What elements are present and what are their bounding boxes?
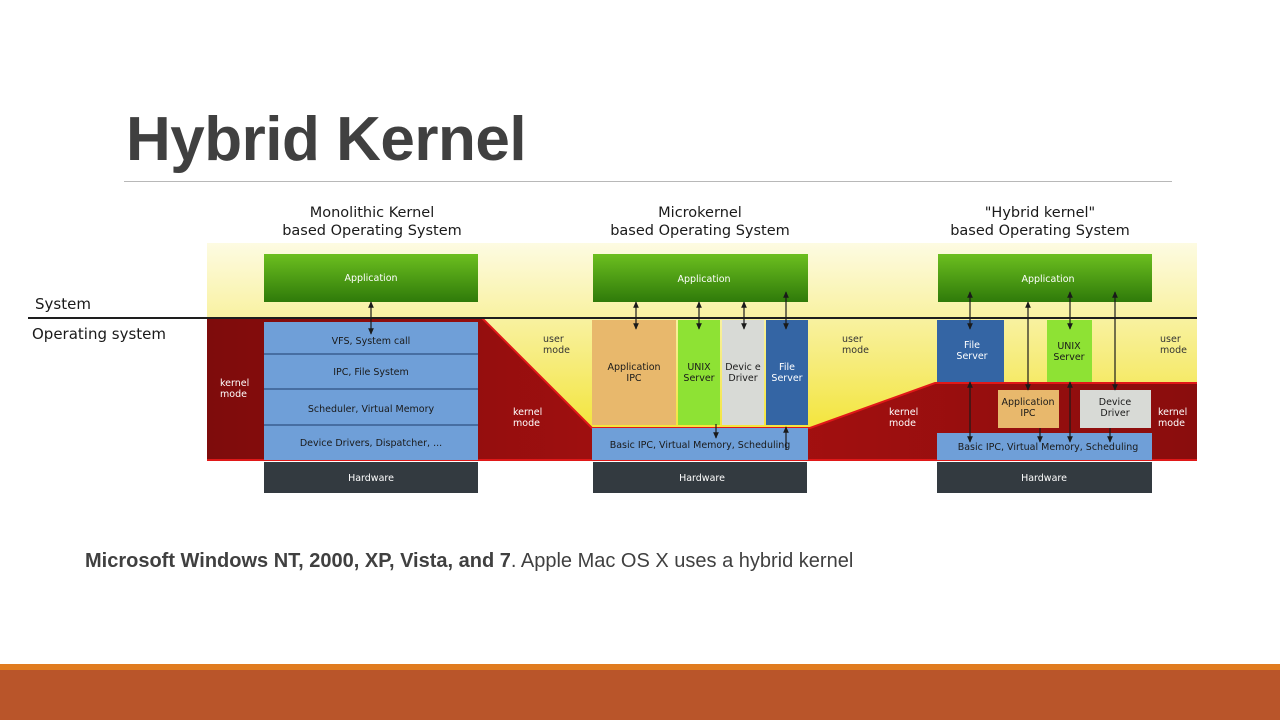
- slide-title: Hybrid Kernel: [126, 105, 527, 174]
- hybrid-file-server-box: [937, 320, 1004, 382]
- monolithic-layer-scheduler: Scheduler, Virtual Memory: [308, 404, 435, 415]
- hybrid-application-label: Application: [1021, 274, 1074, 285]
- micro-device-driver-box: [722, 320, 764, 425]
- hybrid-app-ipc-box: [998, 390, 1059, 428]
- hybrid-device-driver-box: [1080, 390, 1151, 428]
- hybrid-unix-server-box: [1047, 320, 1092, 382]
- micro-core-box: [592, 428, 808, 460]
- micro-file-server-box: [766, 320, 808, 425]
- caption-os-list: Microsoft Windows NT, 2000, XP, Vista, a…: [85, 550, 511, 572]
- caption: Microsoft Windows NT, 2000, XP, Vista, a…: [85, 550, 853, 573]
- hybrid-hardware-label: Hardware: [1021, 473, 1067, 484]
- micro-hardware-label: Hardware: [679, 473, 725, 484]
- monolithic-application-box: [264, 254, 478, 302]
- hybrid-hardware-box: [937, 462, 1152, 493]
- caption-note: . Apple Mac OS X uses a hybrid kernel: [510, 550, 854, 572]
- micro-app-ipc-box: [592, 320, 676, 425]
- title-divider: [124, 181, 1172, 182]
- footer-bar: [0, 670, 1280, 720]
- micro-hardware-box: [593, 462, 807, 493]
- micro-application-box: [593, 254, 808, 302]
- micro-application-label: Application: [677, 274, 730, 285]
- monolithic-layer-vfs: VFS, System call: [332, 336, 411, 347]
- hybrid-core-label: Basic IPC, Virtual Memory, Scheduling: [958, 442, 1139, 453]
- hybrid-title: "Hybrid kernel"based Operating System: [950, 205, 1130, 239]
- system-label: System: [35, 295, 91, 313]
- operating-system-label: Operating system: [32, 325, 166, 343]
- micro-unix-server-box: [678, 320, 720, 425]
- micro-core-label: Basic IPC, Virtual Memory, Scheduling: [610, 440, 791, 451]
- monolithic-kernel-box: [264, 322, 478, 460]
- monolithic-layer-drivers: Device Drivers, Dispatcher, ...: [300, 438, 442, 449]
- monolithic-hardware-label: Hardware: [348, 473, 394, 484]
- monolithic-layer-ipc: IPC, File System: [333, 367, 409, 378]
- monolithic-hardware-box: [264, 462, 478, 493]
- footer-accent-line: [0, 664, 1280, 670]
- monolithic-application-label: Application: [344, 273, 397, 284]
